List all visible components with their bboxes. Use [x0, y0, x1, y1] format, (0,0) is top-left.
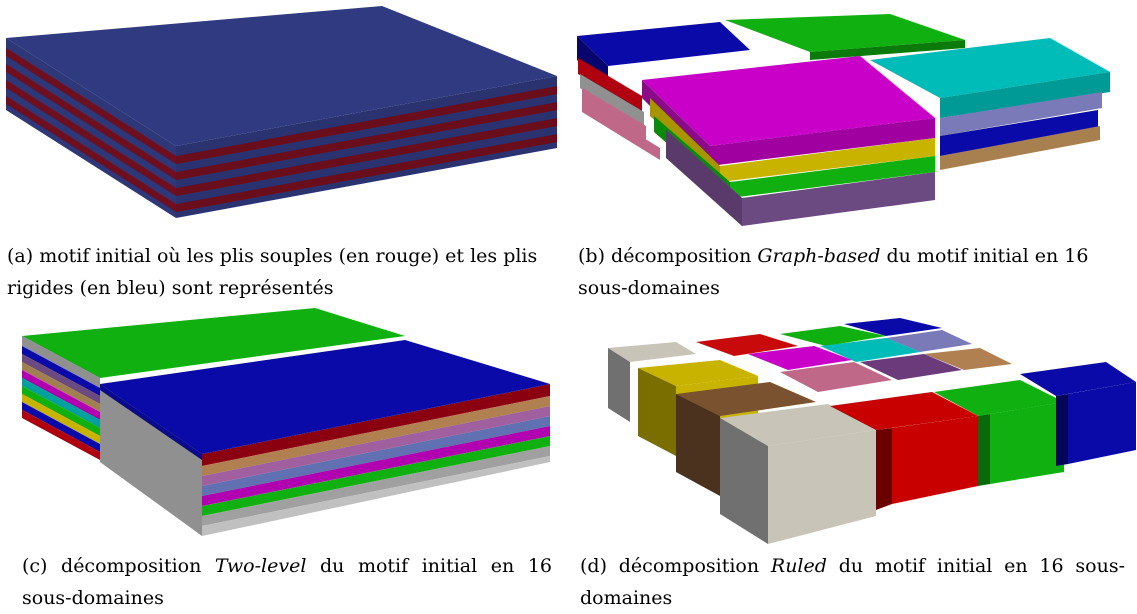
- ruled-decomposition-image: [608, 318, 1136, 544]
- caption-d-method: Ruled: [770, 555, 827, 577]
- laminate-stack-image: [6, 6, 557, 218]
- caption-c-prefix: (c) décomposition: [22, 555, 215, 577]
- caption-c: (c) décomposition Two-level du motif ini…: [22, 550, 552, 614]
- ply-layers-left: [6, 38, 176, 218]
- caption-c-line1: (c) décomposition Two-level du motif ini…: [22, 550, 552, 582]
- panel-d: (d) décomposition Ruled du motif initial…: [580, 300, 1137, 609]
- caption-d: (d) décomposition Ruled du motif initial…: [580, 550, 1125, 614]
- caption-a-line2: rigides (en bleu) sont représentés: [7, 277, 334, 299]
- front-block-left-side: [100, 384, 202, 536]
- caption-d-suffix: du motif initial en 16 sous-: [826, 555, 1125, 577]
- graph-based-decomposition-image: [577, 14, 1110, 226]
- caption-b-prefix: (b) décomposition: [578, 245, 758, 267]
- caption-b: (b) décomposition Graph-based du motif i…: [578, 240, 1098, 304]
- top-face: [6, 6, 557, 146]
- caption-c-method: Two-level: [214, 555, 307, 577]
- panel-a: (a) motif initial où les plis souples (e…: [0, 0, 560, 299]
- front-block-top: [100, 340, 550, 454]
- caption-b-method: Graph-based: [757, 245, 881, 267]
- panel-b: (b) décomposition Graph-based du motif i…: [570, 0, 1137, 299]
- caption-a: (a) motif initial où les plis souples (e…: [7, 240, 537, 304]
- caption-c-line2: sous-domaines: [22, 587, 164, 609]
- caption-d-line1: (d) décomposition Ruled du motif initial…: [580, 550, 1125, 582]
- caption-d-prefix: (d) décomposition: [580, 555, 771, 577]
- front-block-layers: [202, 384, 550, 536]
- caption-b-line2: sous-domaines: [578, 277, 720, 299]
- ply-layers-right: [176, 76, 557, 218]
- caption-b-line1: (b) décomposition Graph-based du motif i…: [578, 240, 1098, 272]
- caption-c-suffix: du motif initial en 16: [306, 555, 552, 577]
- back-block-side-layers: [22, 336, 100, 460]
- panel-c: (c) décomposition Two-level du motif ini…: [0, 300, 565, 609]
- caption-d-line2: domaines: [580, 587, 673, 609]
- caption-b-suffix: du motif initial en 16: [880, 245, 1089, 267]
- two-level-decomposition-image: [22, 308, 550, 536]
- caption-a-line1: (a) motif initial où les plis souples (e…: [7, 245, 538, 267]
